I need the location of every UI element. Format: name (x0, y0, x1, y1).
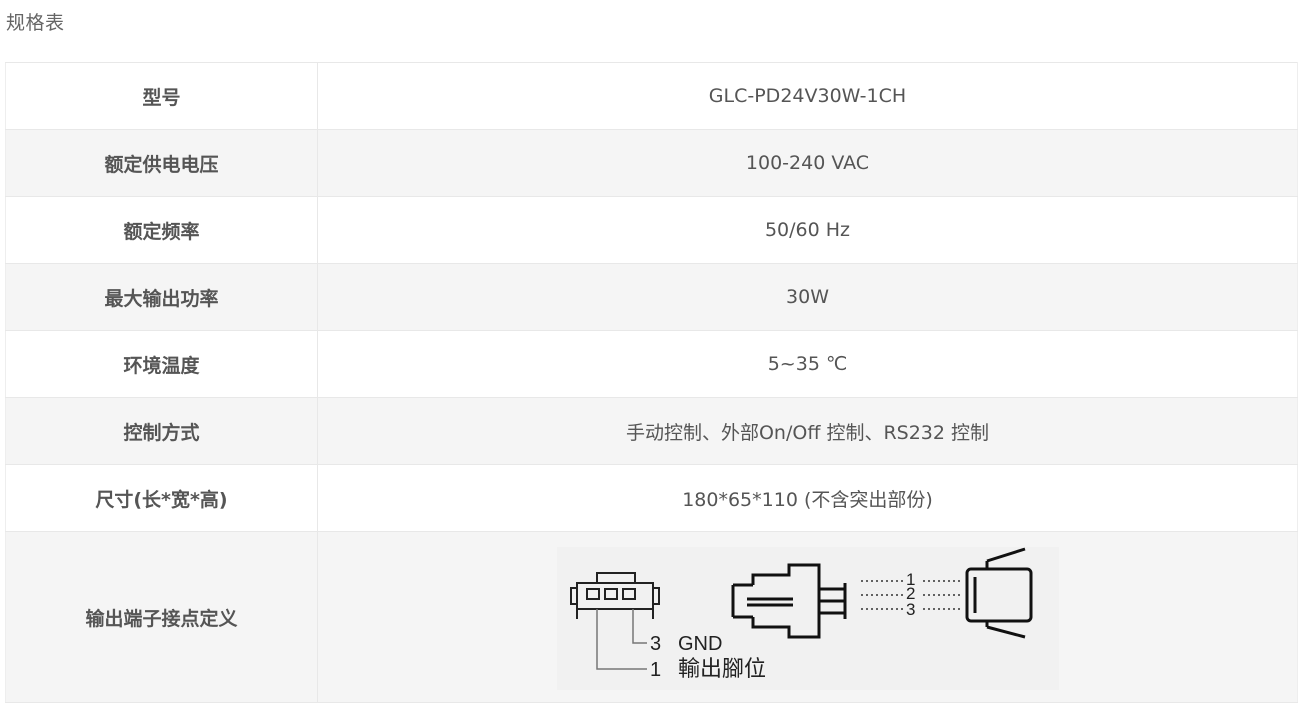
row-value: 手动控制、外部On/Off 控制、RS232 控制 (317, 397, 1298, 465)
table-row: 型号 GLC-PD24V30W-1CH (5, 62, 1298, 130)
plug-side-icon (731, 563, 846, 638)
pin-number-1: 1 (906, 570, 915, 589)
pin3-name: GND (678, 633, 722, 655)
row-label: 额定供电电压 (5, 129, 318, 197)
row-label: 型号 (5, 62, 318, 130)
table-row: 控制方式 手动控制、外部On/Off 控制、RS232 控制 (5, 397, 1298, 465)
row-label: 输出端子接点定义 (5, 531, 318, 703)
row-label: 最大输出功率 (5, 263, 318, 331)
table-row: 额定频率 50/60 Hz (5, 196, 1298, 264)
row-label: 控制方式 (5, 397, 318, 465)
row-value: 3 GND 1 輸出腳位 (317, 531, 1298, 703)
pin3-number: 3 (650, 633, 661, 655)
pin-leader-lines (595, 608, 647, 670)
row-label: 额定频率 (5, 196, 318, 264)
connector-diagram-svg: 3 GND 1 輸出腳位 (569, 547, 1032, 682)
table-row: 环境温度 5~35 ℃ (5, 330, 1298, 398)
pin-number-2: 2 (906, 584, 915, 603)
row-value: 50/60 Hz (317, 196, 1298, 264)
pin-number-3: 3 (906, 600, 915, 619)
row-value: GLC-PD24V30W-1CH (317, 62, 1298, 130)
pin-dotted-lines (860, 579, 961, 610)
row-label: 环境温度 (5, 330, 318, 398)
row-value: 5~35 ℃ (317, 330, 1298, 398)
row-value: 180*65*110 (不含突出部份) (317, 464, 1298, 532)
page-title: 规格表 (6, 12, 65, 34)
pin1-name: 輸出腳位 (678, 657, 766, 682)
table-row: 最大输出功率 30W (5, 263, 1298, 331)
table-row: 尺寸(长*宽*高) 180*65*110 (不含突出部份) (5, 464, 1298, 532)
row-value: 100-240 VAC (317, 129, 1298, 197)
table-row: 额定供电电压 100-240 VAC (5, 129, 1298, 197)
connector-pin-diagram: 3 GND 1 輸出腳位 (556, 546, 1059, 690)
row-value: 30W (317, 263, 1298, 331)
table-row: 输出端子接点定义 (5, 531, 1298, 703)
spec-table: 型号 GLC-PD24V30W-1CH 额定供电电压 100-240 VAC 额… (5, 62, 1298, 703)
row-label: 尺寸(长*宽*高) (5, 464, 318, 532)
socket-front-icon (965, 547, 1032, 638)
connector-housing-icon (569, 571, 660, 619)
pin1-number: 1 (650, 659, 661, 681)
